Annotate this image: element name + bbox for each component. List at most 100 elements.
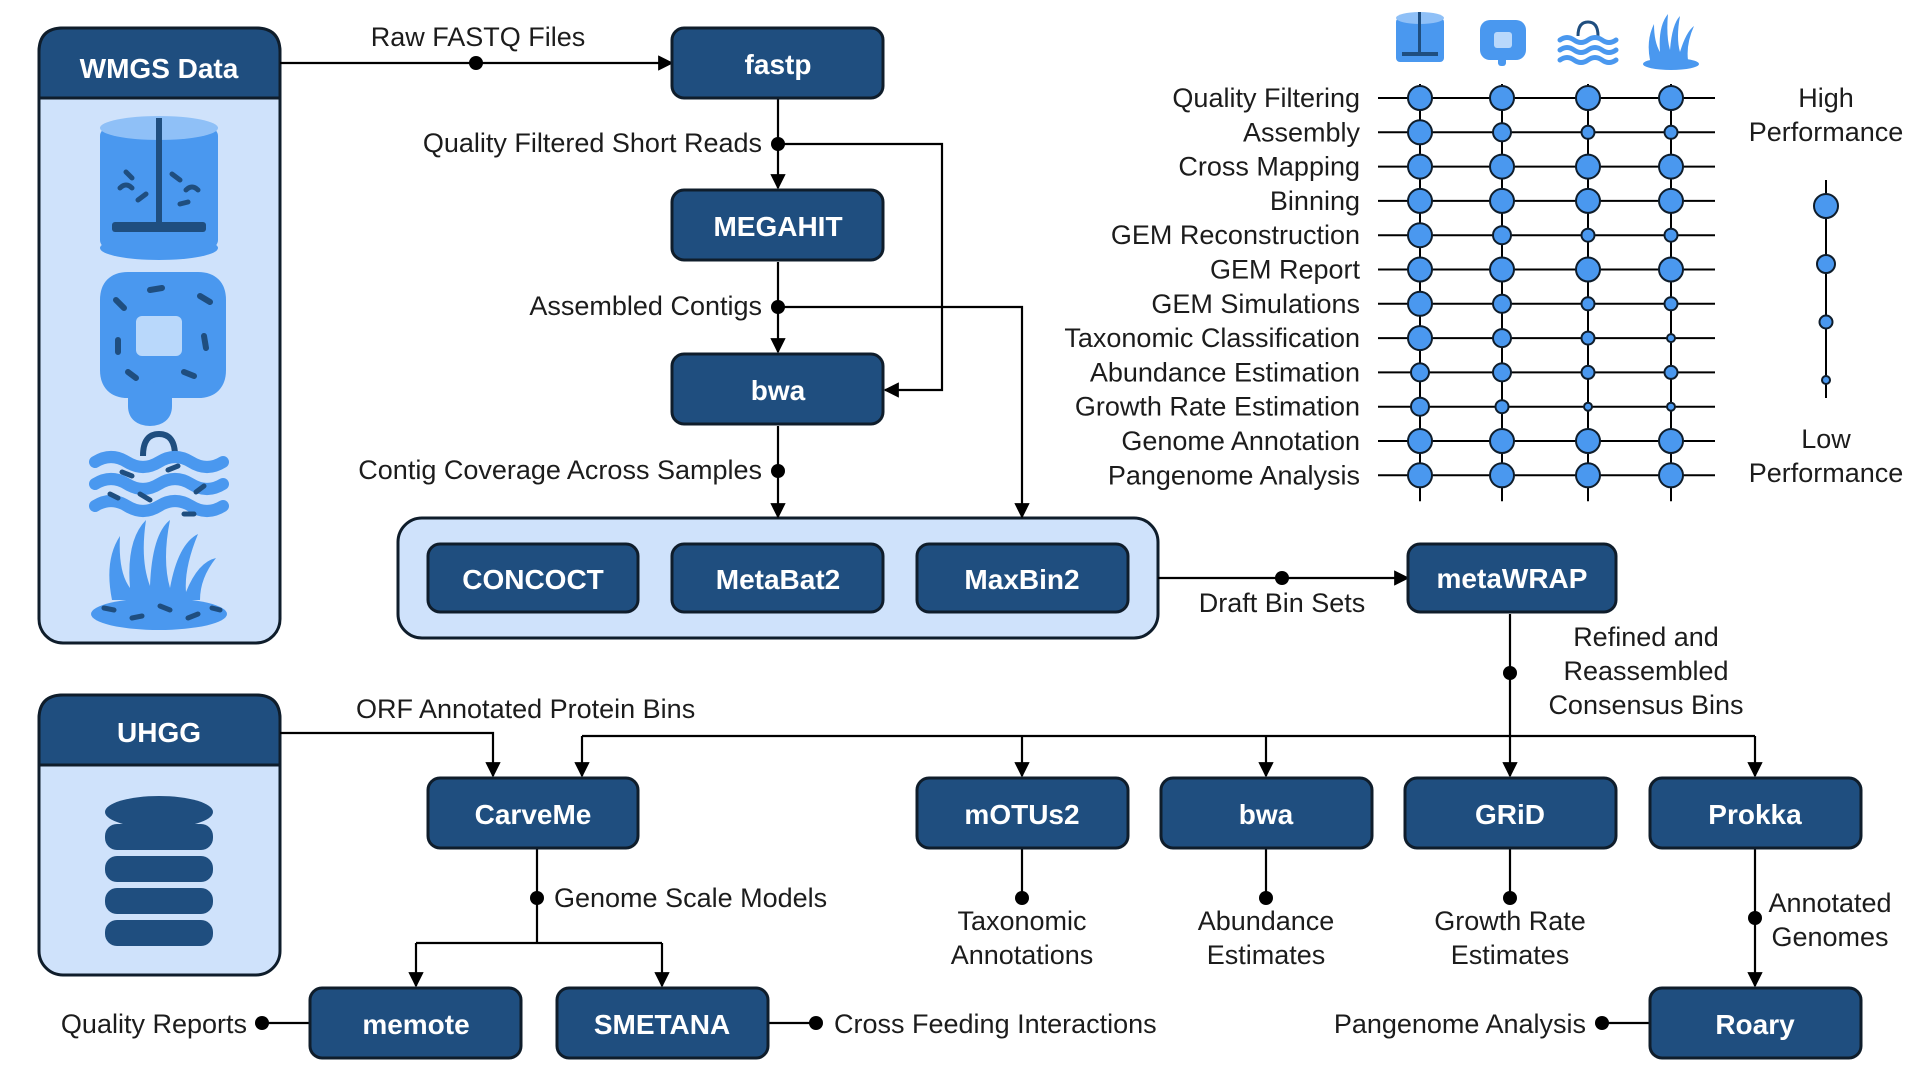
legend-dot: [1813, 193, 1839, 219]
carveme-node[interactable]: CarveMe: [426, 776, 640, 850]
matrix-row-label: GEM Report: [1210, 255, 1361, 285]
performance-dot: [1658, 462, 1684, 489]
motus2-label: mOTUs2: [964, 799, 1079, 830]
performance-dot: [1575, 187, 1601, 214]
performance-dot: [1580, 296, 1596, 312]
edges: [255, 55, 1763, 1030]
performance-dot: [1663, 124, 1679, 140]
matrix-row-label: Assembly: [1243, 117, 1361, 147]
megahit-label: MEGAHIT: [713, 211, 842, 242]
performance-dot: [1410, 362, 1430, 383]
performance-dot: [1658, 187, 1684, 214]
soil-icon: [91, 520, 227, 630]
legend-high-1: High: [1798, 83, 1854, 113]
matrix-row-label: Genome Annotation: [1121, 426, 1360, 456]
bioreactor-icon: [100, 116, 218, 260]
metawrap-node[interactable]: metaWRAP: [1406, 542, 1618, 614]
fastp-label: fastp: [745, 49, 812, 80]
performance-dot: [1407, 290, 1433, 317]
gsm-label: Genome Scale Models: [554, 883, 827, 913]
performance-dot: [1580, 227, 1596, 243]
assembled-contigs-label: Assembled Contigs: [529, 291, 762, 321]
performance-dot: [1407, 462, 1433, 489]
performance-dot: [1407, 222, 1433, 249]
performance-dot: [1407, 119, 1433, 146]
performance-dot: [1580, 364, 1596, 380]
performance-dot: [1663, 296, 1679, 312]
concoct-node[interactable]: CONCOCT: [426, 542, 640, 614]
edge-labels: Raw FASTQ Files Quality Filtered Short R…: [61, 22, 1892, 1039]
annotated-genomes-label-2: Genomes: [1771, 922, 1888, 952]
performance-dot: [1407, 428, 1433, 454]
performance-dot: [1575, 256, 1601, 283]
performance-dot: [1407, 325, 1433, 352]
performance-dot: [1575, 462, 1601, 489]
matrix-row-label: Quality Filtering: [1172, 83, 1360, 113]
annotated-genomes-label-1: Annotated: [1768, 888, 1891, 918]
performance-dot: [1580, 124, 1596, 140]
performance-dot: [1492, 293, 1512, 314]
matrix-row-label: Abundance Estimation: [1090, 357, 1360, 387]
taxonomic-label-2: Annotations: [951, 940, 1094, 970]
performance-dot: [1492, 122, 1512, 143]
performance-dot: [1575, 153, 1601, 180]
performance-dot: [1407, 85, 1433, 111]
matrix-row-label: GEM Simulations: [1151, 289, 1360, 319]
motus2-node[interactable]: mOTUs2: [915, 776, 1130, 850]
legend-low-2: Performance: [1749, 458, 1904, 488]
performance-dot: [1407, 153, 1433, 180]
performance-dot: [1658, 428, 1684, 454]
megahit-node[interactable]: MEGAHIT: [670, 188, 885, 262]
bwa-abundance-node[interactable]: bwa: [1159, 776, 1374, 850]
uhgg-title: UHGG: [117, 717, 201, 748]
performance-dot: [1666, 333, 1676, 344]
matrix-row-label: Pangenome Analysis: [1108, 460, 1360, 490]
performance-dot: [1492, 362, 1512, 383]
cross-feeding-label: Cross Feeding Interactions: [834, 1009, 1157, 1039]
performance-dot: [1489, 256, 1515, 283]
maxbin2-label: MaxBin2: [964, 564, 1079, 595]
performance-dot: [1410, 396, 1430, 417]
maxbin2-node[interactable]: MaxBin2: [915, 542, 1130, 614]
grid-node[interactable]: GRiD: [1403, 776, 1618, 850]
legend-dots: [1813, 193, 1839, 385]
raw-fastq-label: Raw FASTQ Files: [371, 22, 586, 52]
smetana-label: SMETANA: [594, 1009, 730, 1040]
refined-bins-label-1: Refined and: [1573, 622, 1719, 652]
legend-dot: [1821, 375, 1831, 385]
bwa-abundance-label: bwa: [1239, 799, 1294, 830]
orf-bins-label: ORF Annotated Protein Bins: [356, 694, 695, 724]
legend-low-1: Low: [1801, 424, 1851, 454]
performance-dot: [1489, 187, 1515, 214]
refined-bins-label-2: Reassembled: [1563, 656, 1728, 686]
fastp-node[interactable]: fastp: [670, 26, 885, 100]
wmgs-panel: WMGS Data: [37, 26, 282, 645]
roary-label: Roary: [1715, 1009, 1795, 1040]
metabat2-node[interactable]: MetaBat2: [670, 542, 885, 614]
memote-node[interactable]: memote: [308, 986, 523, 1060]
grid-label: GRiD: [1475, 799, 1545, 830]
metawrap-label: metaWRAP: [1437, 563, 1588, 594]
performance-dot: [1489, 153, 1515, 180]
legend-dot: [1818, 314, 1834, 330]
growth-rate-label-1: Growth Rate: [1434, 906, 1586, 936]
smetana-node[interactable]: SMETANA: [555, 986, 770, 1060]
matrix-row-label: Growth Rate Estimation: [1075, 392, 1360, 422]
bwa-mapping-node[interactable]: bwa: [670, 352, 885, 426]
prokka-node[interactable]: Prokka: [1648, 776, 1863, 850]
draft-bins-label: Draft Bin Sets: [1199, 588, 1366, 618]
performance-dot: [1583, 401, 1593, 412]
matrix-row-label: Taxonomic Classification: [1064, 323, 1360, 353]
performance-dot: [1580, 330, 1596, 346]
performance-dot: [1658, 256, 1684, 283]
legend-dot: [1816, 254, 1836, 274]
roary-node[interactable]: Roary: [1648, 986, 1863, 1060]
quality-filtered-label: Quality Filtered Short Reads: [423, 128, 762, 158]
performance-dot: [1663, 364, 1679, 380]
taxonomic-label-1: Taxonomic: [957, 906, 1086, 936]
performance-dot: [1658, 153, 1684, 180]
carveme-label: CarveMe: [475, 799, 592, 830]
performance-dot: [1489, 462, 1515, 489]
performance-dot: [1407, 187, 1433, 214]
performance-legend: High Performance Low Performance: [1749, 83, 1904, 488]
